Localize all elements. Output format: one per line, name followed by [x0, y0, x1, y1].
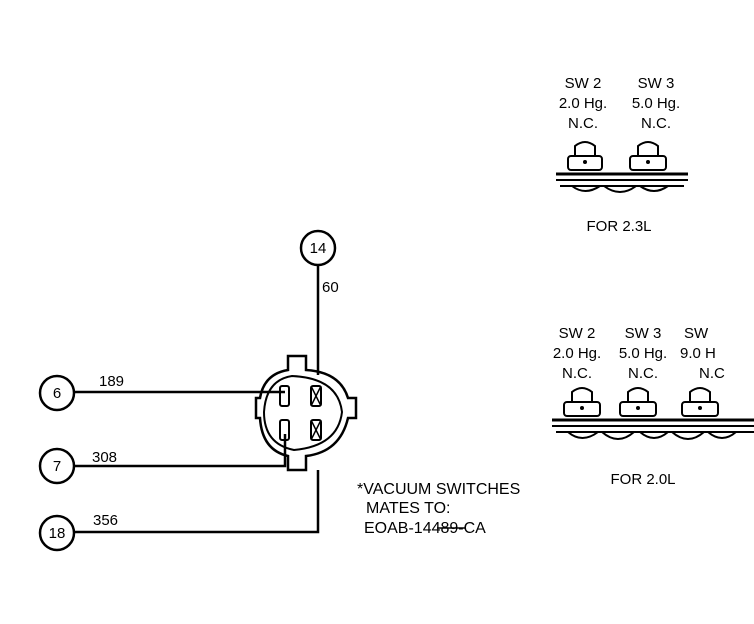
sw2-state: N.C.: [562, 365, 592, 382]
wire-356-label: 356: [93, 512, 118, 529]
wire-60-label: 60: [322, 279, 339, 296]
node-14: 14: [299, 229, 337, 267]
node-6-label: 6: [53, 385, 61, 402]
vacuum-switch-icon: [563, 387, 601, 417]
vacuum-switch-icon: [681, 387, 719, 417]
node-7-label: 7: [53, 458, 61, 475]
vacuum-switch-connector: [254, 354, 358, 472]
sw4-state: N.C: [699, 365, 725, 382]
note-line-2: MATES TO:: [366, 500, 450, 517]
sw3-state: N.C.: [628, 365, 658, 382]
sw2-state: N.C.: [568, 115, 598, 132]
wire-308-label: 308: [92, 449, 117, 466]
wires: [75, 266, 320, 534]
sw2-name: SW 2: [559, 325, 596, 342]
sw4-name: SW: [684, 325, 709, 342]
group-caption: FOR 2.0L: [610, 471, 675, 488]
sw3-vacuum: 5.0 Hg.: [632, 95, 680, 112]
wire-308: [75, 434, 287, 468]
sw3-vacuum: 5.0 Hg.: [619, 345, 667, 362]
sw2-vacuum: 2.0 Hg.: [559, 95, 607, 112]
vacuum-switch-icon: [629, 141, 667, 171]
connector-note: *VACUUM SWITCHES MATES TO: EOAB-14489-CA: [357, 481, 520, 537]
switch-group-2-3l: SW 2 2.0 Hg. N.C. SW 3 5.0 Hg. N.C. FOR …: [556, 75, 688, 235]
vacuum-switch-icon: [567, 141, 603, 171]
node-18-label: 18: [49, 525, 66, 542]
group-caption: FOR 2.3L: [586, 218, 651, 235]
node-7: 7: [38, 447, 76, 485]
sw2-vacuum: 2.0 Hg.: [553, 345, 601, 362]
note-line-3: EOAB-14489-CA: [364, 520, 486, 537]
wire-189-label: 189: [99, 373, 124, 390]
sw4-vacuum: 9.0 H: [680, 345, 716, 362]
switch-group-2-0l: SW 2 2.0 Hg. N.C. SW 3 5.0 Hg. N.C. SW 9…: [552, 325, 754, 488]
sw3-name: SW 3: [625, 325, 662, 342]
vacuum-switch-icon: [619, 387, 657, 417]
sw2-name: SW 2: [565, 75, 602, 92]
sw3-state: N.C.: [641, 115, 671, 132]
note-line-1: *VACUUM SWITCHES: [357, 481, 520, 498]
wire-356: [75, 470, 320, 534]
node-6: 6: [38, 374, 76, 412]
node-14-label: 14: [310, 240, 327, 257]
sw3-name: SW 3: [638, 75, 675, 92]
node-18: 18: [38, 514, 76, 552]
